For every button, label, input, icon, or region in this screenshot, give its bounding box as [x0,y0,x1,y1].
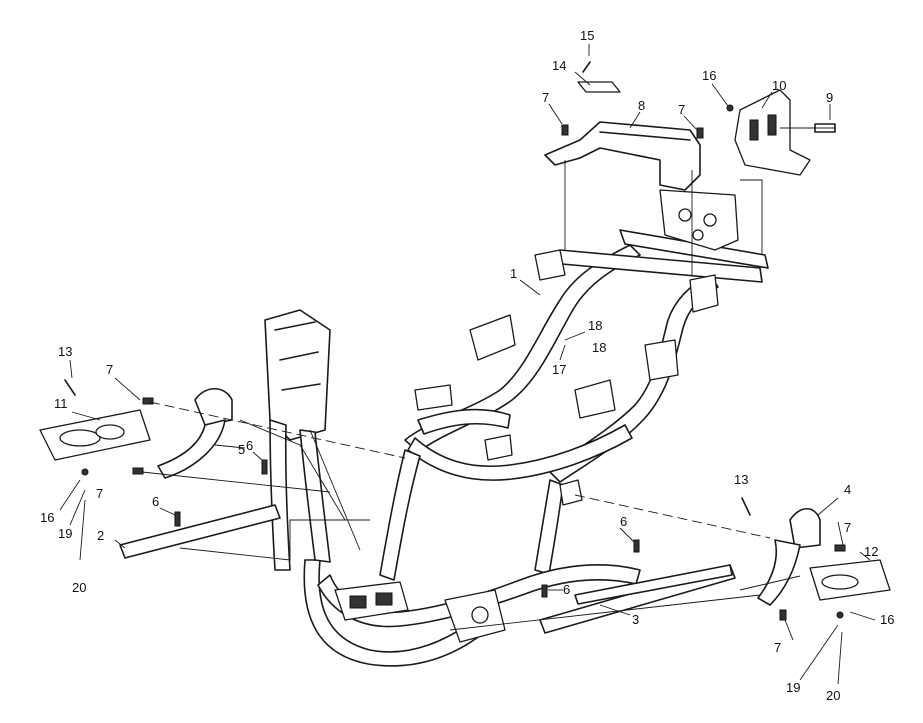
callout-3: 3 [632,612,639,627]
rear-bracket [734,89,836,176]
callout-4: 4 [844,482,851,497]
grab-rail [544,121,701,191]
callout-7: 7 [774,640,781,655]
fasteners [64,104,846,621]
callout-16: 16 [880,612,894,627]
callout-17: 17 [552,362,566,377]
pad-part [577,61,621,93]
callout-19: 19 [58,526,72,541]
callout-20: 20 [72,580,86,595]
callout-6: 6 [563,582,570,597]
right-step-bracket [757,507,891,606]
callout-6: 6 [152,494,159,509]
floor-rails [119,504,736,634]
callout-2: 2 [97,528,104,543]
callout-13: 13 [58,344,72,359]
main-frame [264,189,769,667]
callout-7: 7 [106,362,113,377]
callout-18: 18 [592,340,606,355]
callout-5: 5 [238,442,245,457]
callout-13: 13 [734,472,748,487]
callout-12: 12 [864,544,878,559]
callout-9: 9 [826,90,833,105]
callout-6: 6 [620,514,627,529]
callout-10: 10 [772,78,786,93]
callout-7: 7 [542,90,549,105]
callout-labels: 15 14 7 8 7 16 10 9 1 18 18 17 13 7 11 5… [40,28,894,703]
callout-7: 7 [678,102,685,117]
callout-6: 6 [246,438,253,453]
callout-7: 7 [844,520,851,535]
callout-20: 20 [826,688,840,703]
left-step-bracket [39,387,233,479]
callout-16: 16 [40,510,54,525]
leader-lines [59,44,876,685]
callout-8: 8 [638,98,645,113]
callout-11: 11 [54,396,68,411]
callout-16: 16 [702,68,716,83]
callout-7: 7 [96,486,103,501]
callout-18: 18 [588,318,602,333]
callout-19: 19 [786,680,800,695]
callout-1: 1 [510,266,517,281]
callout-14: 14 [552,58,566,73]
callout-15: 15 [580,28,594,43]
